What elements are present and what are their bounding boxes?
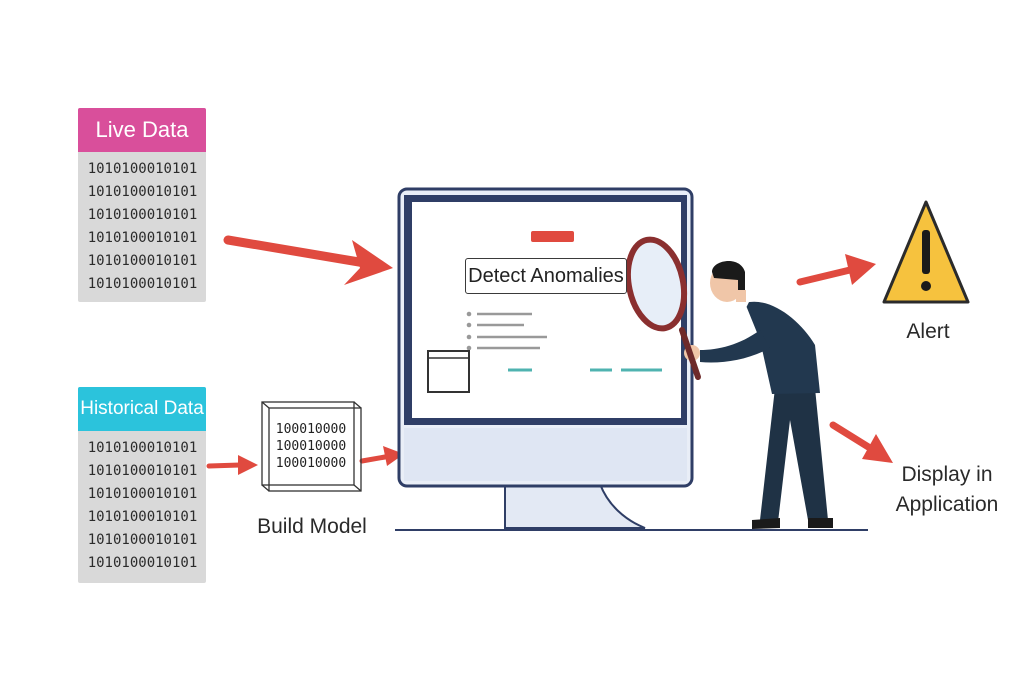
live-data-line: 1010100010101 bbox=[87, 230, 198, 246]
detect-anomalies-label: Detect Anomalies bbox=[465, 258, 627, 294]
live-data-line: 1010100010101 bbox=[87, 184, 198, 200]
historical-data-title: Historical Data bbox=[78, 387, 206, 431]
build-model-label: Build Model bbox=[257, 515, 367, 538]
arrow-model-to-monitor bbox=[359, 446, 404, 466]
arrow-historical-to-model bbox=[206, 455, 258, 475]
model-data-line: 100010000 bbox=[275, 439, 347, 454]
display-label-line1: Display in bbox=[901, 463, 993, 486]
live-data-panel: Live Data 1010100010101 1010100010101 10… bbox=[78, 108, 206, 302]
model-cube-icon bbox=[261, 401, 362, 492]
person-figure bbox=[684, 261, 833, 529]
screen-image-placeholder-icon bbox=[427, 350, 470, 393]
screen-bullet-list bbox=[466, 311, 547, 351]
historical-data-line: 1010100010101 bbox=[87, 509, 198, 525]
live-data-line: 1010100010101 bbox=[87, 276, 198, 292]
live-data-line: 1010100010101 bbox=[87, 207, 198, 223]
monitor-stand bbox=[504, 483, 646, 529]
alert-label: Alert bbox=[906, 320, 950, 343]
live-data-title: Live Data bbox=[78, 108, 206, 152]
historical-data-line: 1010100010101 bbox=[87, 532, 198, 548]
model-data-line: 100010000 bbox=[275, 422, 347, 437]
historical-data-line: 1010100010101 bbox=[87, 555, 198, 571]
model-data-line: 100010000 bbox=[275, 456, 347, 471]
live-data-line: 1010100010101 bbox=[87, 161, 198, 177]
historical-data-panel: Historical Data 1010100010101 1010100010… bbox=[78, 387, 206, 583]
live-data-line: 1010100010101 bbox=[87, 253, 198, 269]
magnifier-icon bbox=[624, 236, 701, 380]
arrow-to-alert bbox=[796, 254, 876, 286]
warning-icon bbox=[882, 200, 970, 304]
display-in-application-label: Display in Application bbox=[880, 460, 1014, 520]
historical-data-line: 1010100010101 bbox=[87, 463, 198, 479]
arrow-live-to-monitor bbox=[223, 235, 393, 285]
screen-red-bar bbox=[531, 231, 574, 242]
arrow-to-display bbox=[829, 421, 893, 463]
historical-data-line: 1010100010101 bbox=[87, 486, 198, 502]
model-data: 100010000 100010000 100010000 bbox=[269, 421, 353, 472]
display-label-line2: Application bbox=[895, 493, 999, 516]
historical-data-line: 1010100010101 bbox=[87, 440, 198, 456]
